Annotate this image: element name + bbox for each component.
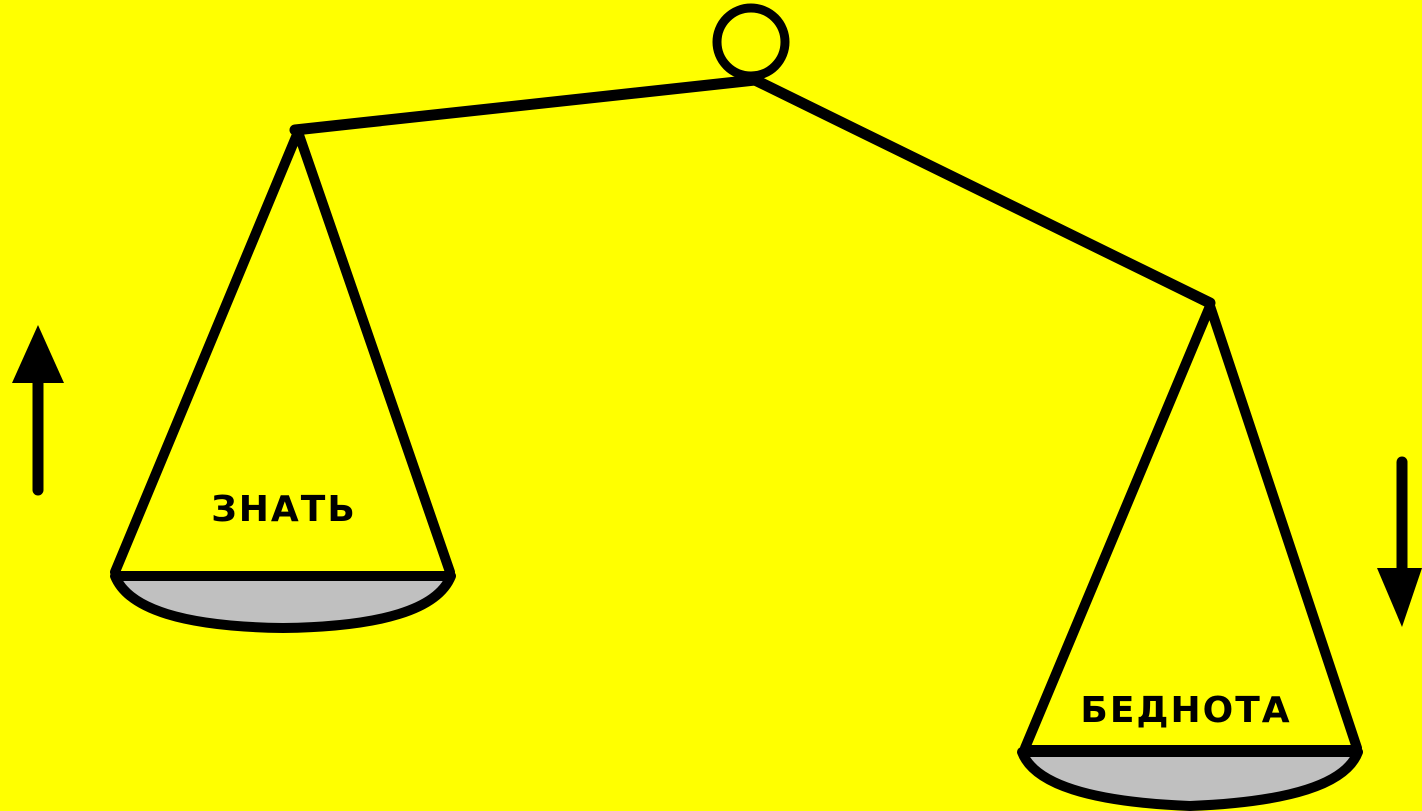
left-pan-bowl bbox=[110, 571, 456, 633]
right-pan-string-left bbox=[1020, 301, 1215, 753]
right-pan-bowl bbox=[1017, 747, 1363, 811]
arrow-up-icon bbox=[12, 325, 64, 496]
scale-beam bbox=[289, 74, 1216, 309]
left-pan-string-right bbox=[293, 127, 455, 577]
left-pan-string-left bbox=[110, 127, 303, 577]
right-pan-string-right bbox=[1205, 301, 1362, 753]
left-pan: ЗНАТЬ bbox=[110, 127, 456, 633]
pivot-ring-icon bbox=[712, 3, 790, 81]
right-pan: БЕДНОТА bbox=[1017, 301, 1363, 811]
arrow-down-icon bbox=[1377, 456, 1422, 627]
left-pan-label: ЗНАТЬ bbox=[211, 489, 357, 530]
right-pan-label: БЕДНОТА bbox=[1080, 690, 1291, 731]
